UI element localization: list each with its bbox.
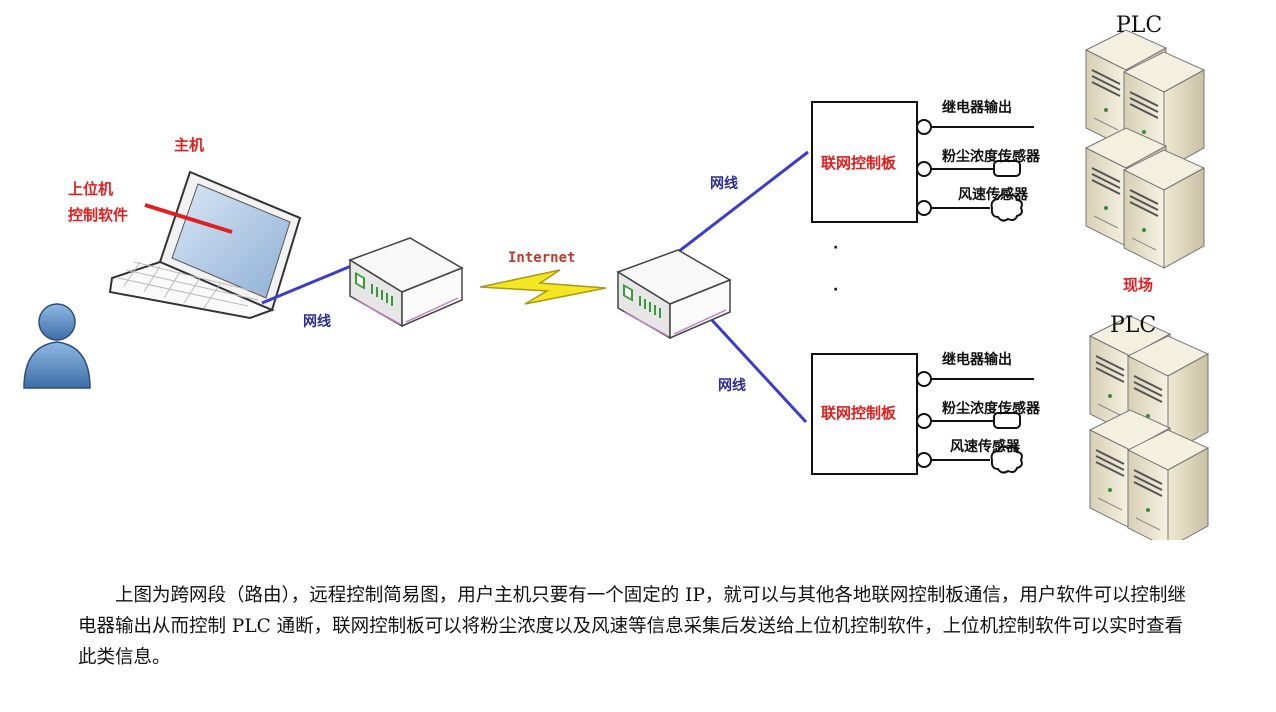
router-icon-right (617, 249, 731, 339)
cable-label-bottom: 网线 (718, 377, 746, 394)
lightning-icon (479, 269, 607, 305)
cable-router-board-top (664, 150, 809, 264)
caption-paragraph: 上图为跨网段（路由），远程控制简易图，用户主机只要有一个固定的 IP，就可以与其… (78, 580, 1198, 673)
board-label-top: 联网控制板 (821, 154, 897, 172)
cable-router-board-bottom (708, 316, 808, 424)
plc-label-top: PLC (1116, 13, 1162, 38)
cable-label-left: 网线 (303, 313, 331, 330)
server-icon-bottom (1089, 315, 1209, 540)
host-label: 主机 (174, 136, 204, 154)
internet-label: Internet (508, 250, 575, 266)
plc-label-bottom: PLC (1110, 313, 1156, 338)
dust-sensor-label-bottom: 粉尘浓度传感器 (942, 400, 1041, 417)
software-pointer-line (144, 203, 233, 234)
caption-text: 上图为跨网段（路由），远程控制简易图，用户主机只要有一个固定的 IP，就可以与其… (78, 585, 1186, 668)
relay-output-label-top: 继电器输出 (942, 99, 1012, 116)
laptop-icon (108, 170, 302, 320)
cable-label-top: 网线 (710, 175, 738, 192)
dust-sensor-label-top: 粉尘浓度传感器 (942, 148, 1041, 165)
network-diagram: 主机 上位机 控制软件 网线 网线 网线 Internet 联网控制板 继电器输… (23, 13, 1209, 540)
relay-output-label-bottom: 继电器输出 (942, 351, 1012, 368)
server-icon-top (1085, 29, 1205, 269)
wind-sensor-label-top: 风速传感器 (958, 186, 1029, 203)
board-label-bottom: 联网控制板 (821, 404, 897, 422)
control-board-bottom: 联网控制板 继电器输出 粉尘浓度传感器 风速传感器 (811, 351, 1041, 475)
software-label-line1: 上位机 (68, 180, 113, 198)
cable-laptop-router (261, 262, 357, 305)
router-icon-left (349, 237, 463, 327)
software-label-line2: 控制软件 (68, 206, 128, 224)
site-label: 现场 (1123, 276, 1153, 294)
wind-sensor-label-bottom: 风速传感器 (950, 438, 1021, 455)
ellipsis-dot-1: · (833, 240, 838, 256)
person-icon (23, 303, 91, 389)
ellipsis-dot-2: · (833, 282, 838, 298)
control-board-top: 联网控制板 继电器输出 粉尘浓度传感器 风速传感器 (811, 99, 1041, 223)
